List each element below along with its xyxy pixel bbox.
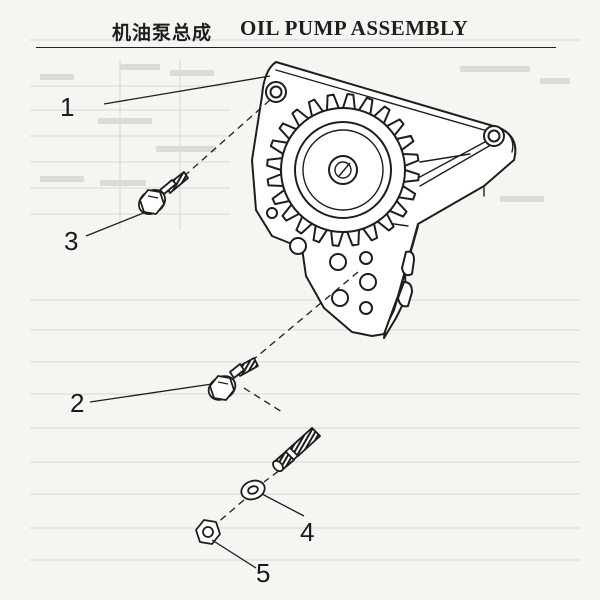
flange-bolt-lower <box>207 357 259 401</box>
callout-1: 1 <box>60 92 75 122</box>
title-english: OIL PUMP ASSEMBLY <box>240 16 469 40</box>
pump-gear <box>266 93 420 247</box>
header-divider <box>36 47 556 48</box>
stud-bolt <box>272 427 321 473</box>
leader-lines <box>85 75 305 569</box>
callout-3: 3 <box>64 226 79 256</box>
callout-4: 4 <box>300 517 315 547</box>
flange-bolt-upper <box>138 171 189 215</box>
washer <box>240 479 266 501</box>
hex-nut <box>195 519 221 545</box>
title-chinese: 机油泵总成 <box>112 22 213 44</box>
callout-2: 2 <box>70 388 85 418</box>
callout-5: 5 <box>256 558 271 588</box>
